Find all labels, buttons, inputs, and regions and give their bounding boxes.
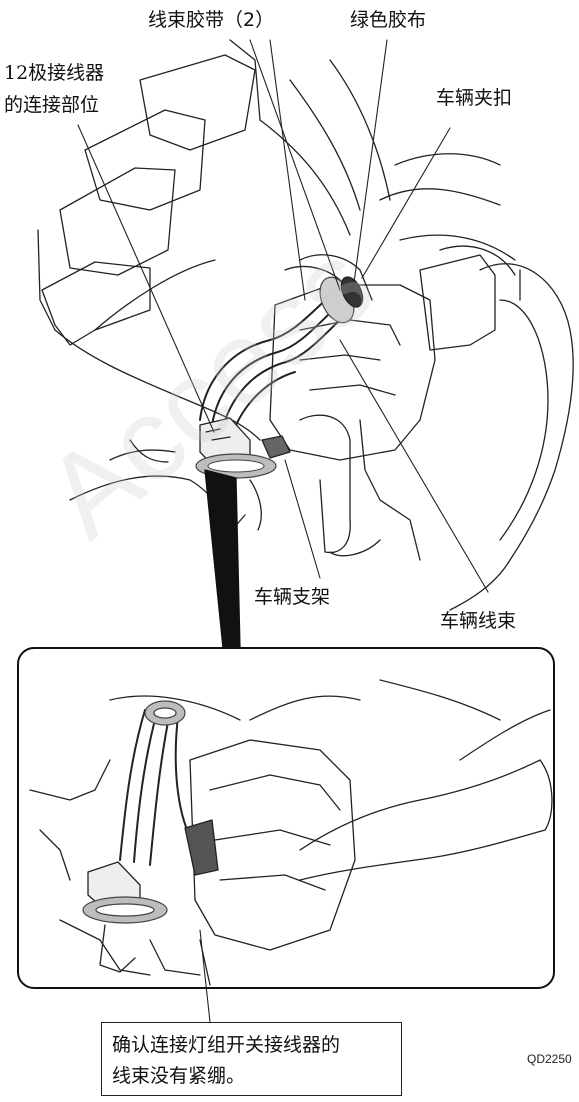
- detail-inset: [17, 647, 555, 1023]
- label-green-tape: 绿色胶布: [350, 9, 427, 31]
- figure-code: QD2250: [527, 1052, 572, 1066]
- label-vehicle-bracket: 车辆支架: [254, 586, 331, 608]
- label-vehicle-clip: 车辆夹扣: [436, 87, 513, 109]
- label-vehicle-harness: 车辆线束: [440, 610, 517, 632]
- leader-lines: [77, 39, 489, 593]
- zoom-pointer: [204, 469, 241, 649]
- note-box: 确认连接灯组开关接线器的 线束没有紧绷。: [101, 1022, 402, 1096]
- label-harness-tape: 线束胶带（2）: [148, 9, 275, 31]
- note-line-1: 确认连接灯组开关接线器的: [112, 1034, 341, 1056]
- label-connector-part-line1: 12极接线器: [4, 62, 105, 84]
- upper-illustration: [37, 39, 574, 611]
- note-line-2: 线束没有紧绷。: [112, 1065, 246, 1087]
- label-connector-part-line2: 的连接部位: [4, 94, 100, 116]
